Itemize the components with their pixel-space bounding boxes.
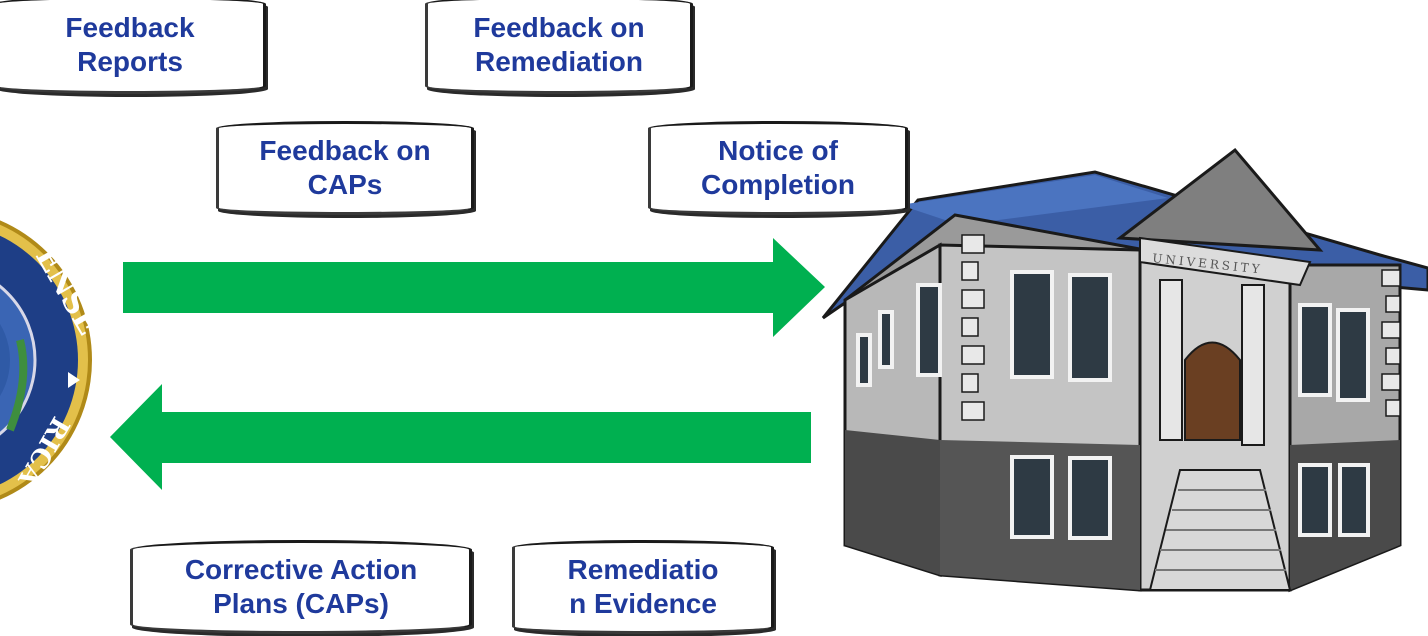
label-corrective-action-plans-line2: Plans (CAPs) [213,588,389,619]
label-feedback-on-remediation-line2: Remediation [474,46,644,77]
label-notice-of-completion-line2: Completion [701,169,855,200]
label-feedback-reports-line1: Feedback [65,12,195,43]
label-feedback-reports: Feedback Reports [0,0,266,94]
label-feedback-on-caps-line1: Feedback on [259,135,431,166]
arrow-to-dod [110,384,811,490]
label-remediation-evidence: Remediatio n Evidence [512,540,774,634]
label-remediation-evidence-line1: Remediatio [567,554,719,585]
arrow-to-university [123,238,825,337]
label-notice-of-completion-line1: Notice of [718,135,838,166]
label-feedback-reports-line2: Reports [77,46,183,77]
label-corrective-action-plans-line1: Corrective Action [184,554,418,585]
label-feedback-on-remediation-line1: Feedback on [473,12,645,43]
university-building-icon: UNIVERSITY [821,147,1428,593]
label-notice-of-completion: Notice of Completion [648,121,908,215]
label-feedback-on-remediation: Feedback on Remediation [425,0,693,94]
dod-seal-icon: ENSE RICA [0,220,106,500]
label-feedback-on-caps-line2: CAPs [307,169,383,200]
label-feedback-on-caps: Feedback on CAPs [216,121,474,215]
label-remediation-evidence-line2: n Evidence [569,588,717,619]
label-corrective-action-plans: Corrective Action Plans (CAPs) [130,540,472,634]
